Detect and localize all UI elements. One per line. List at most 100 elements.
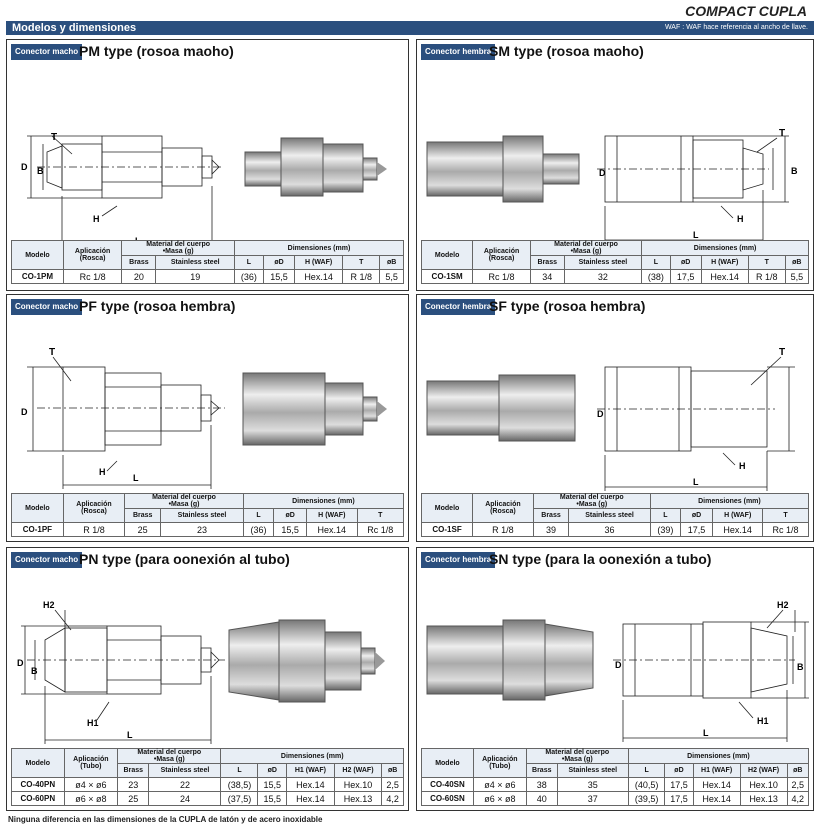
dim-b: B (31, 666, 38, 676)
sf-table: Modelo Aplicación(Rosca) Material del cu… (420, 493, 810, 537)
col-aplicacion: Aplicación(Rosca) (472, 240, 531, 270)
dim-d: D (599, 168, 606, 178)
col-dimensiones: Dimensiones (mm) (641, 240, 809, 256)
dim-l: L (127, 730, 133, 740)
female-badge: Conector hembra (421, 44, 496, 60)
col-d: øD (669, 255, 702, 270)
panel-sm: Conector hembra SM type (rosoa maoho) T … (416, 39, 814, 291)
panel-title: SM type (rosoa maoho) (489, 43, 644, 59)
col-material: Material del cuerpo•Masa (g) (529, 240, 643, 256)
col-brass: Brass (117, 763, 150, 778)
dim-h: H (739, 461, 746, 471)
col-d: øD (262, 255, 296, 270)
col-b: øB (379, 255, 404, 270)
col-aplicacion: Aplicación(Tubo) (63, 748, 119, 778)
panel-pf: Conector macho PF type (rosoa hembra) T … (6, 294, 409, 542)
col-modelo: Modelo (421, 748, 474, 778)
pf-drawing: T D H L (21, 347, 387, 489)
col-t: T (762, 508, 809, 523)
col-material: Material del cuerpo•Masa (g) (124, 493, 244, 509)
pm-drawing: T D B H L (21, 132, 387, 242)
panel-title: PN type (para oonexión al tubo) (79, 551, 290, 567)
col-dimensiones: Dimensiones (mm) (242, 493, 405, 509)
sn-photo (426, 619, 594, 701)
dim-l: L (693, 230, 699, 240)
col-aplicacion: Aplicación(Rosca) (62, 240, 123, 270)
col-l: L (233, 255, 264, 270)
col-material: Material del cuerpo•Masa (g) (532, 493, 651, 509)
male-badge: Conector macho (11, 299, 83, 315)
dim-h2: H2 (777, 600, 789, 610)
col-stainless: Stainless steel (568, 508, 651, 523)
dim-d: D (597, 409, 604, 419)
col-stainless: Stainless steel (155, 255, 235, 270)
col-material: Material del cuerpo•Masa (g) (525, 748, 629, 764)
dim-d: D (21, 407, 28, 417)
col-l: L (641, 255, 671, 270)
col-h: H (WAF) (712, 508, 764, 523)
col-brass: Brass (124, 508, 162, 523)
col-h: H (WAF) (294, 255, 344, 270)
sf-drawing: T D H L (426, 347, 795, 491)
col-modelo: Modelo (11, 240, 64, 270)
pn-photo (228, 619, 385, 703)
pm-table: Modelo Aplicación(Rosca) Material del cu… (11, 240, 405, 284)
pf-table: Modelo Aplicación(Rosca) Material del cu… (11, 493, 405, 537)
dim-t: T (779, 347, 785, 358)
brand-title: COMPACT CUPLA (685, 3, 807, 19)
col-b: øB (381, 763, 404, 778)
panel-title: SF type (rosoa hembra) (489, 298, 646, 314)
col-aplicacion: Aplicación(Rosca) (62, 493, 126, 523)
col-t: T (342, 255, 381, 270)
dim-h: H (737, 214, 744, 224)
col-brass: Brass (529, 255, 565, 270)
col-h2: H2 (WAF) (333, 763, 383, 778)
sf-photo (426, 374, 576, 442)
col-t: T (747, 255, 786, 270)
dim-b: B (791, 166, 798, 176)
dim-d: D (21, 162, 28, 172)
panel-pn: Conector macho PN type (para oonexión al… (6, 547, 409, 811)
dim-t: T (51, 132, 57, 143)
male-badge: Conector macho (11, 44, 83, 60)
pm-photo (244, 137, 387, 197)
col-b: øB (786, 763, 810, 778)
sm-drawing: T D B H L (426, 128, 798, 242)
panel-sf: Conector hembra SF type (rosoa hembra) T… (416, 294, 814, 542)
col-d: øD (679, 508, 714, 523)
female-badge: Conector hembra (421, 299, 496, 315)
col-dimensiones: Dimensiones (mm) (627, 748, 810, 764)
panel-pm: Conector macho PM type (rosoa maoho) T D… (6, 39, 409, 291)
col-h1: H1 (WAF) (286, 763, 335, 778)
col-d: øD (664, 763, 694, 778)
sm-table: Modelo Aplicación(Rosca) Material del cu… (420, 240, 810, 284)
col-modelo: Modelo (11, 493, 64, 523)
waf-note: WAF : WAF hace referencia al ancho de ll… (664, 24, 808, 31)
dim-h1: H1 (87, 718, 99, 728)
col-modelo: Modelo (420, 240, 474, 270)
pf-photo (242, 372, 387, 446)
col-h1: H1 (WAF) (692, 763, 741, 778)
section-title: Modelos y dimensiones (12, 22, 137, 34)
col-t: T (356, 508, 405, 523)
dim-t: T (779, 128, 785, 139)
col-h: H (WAF) (700, 255, 749, 270)
dim-t: T (49, 347, 55, 358)
dim-h2: H2 (43, 600, 55, 610)
section-header: Modelos y dimensiones WAF : WAF hace ref… (6, 21, 814, 35)
pn-drawing: H2 D B H1 L (17, 600, 385, 744)
col-d: øD (257, 763, 288, 778)
col-h: H (WAF) (306, 508, 358, 523)
col-l: L (649, 508, 681, 523)
col-material: Material del cuerpo•Masa (g) (117, 748, 222, 764)
col-dimensiones: Dimensiones (mm) (220, 748, 404, 764)
col-material: Material del cuerpo•Masa (g) (121, 240, 235, 256)
col-aplicacion: Aplicación(Rosca) (472, 493, 534, 523)
dim-h1: H1 (757, 716, 769, 726)
